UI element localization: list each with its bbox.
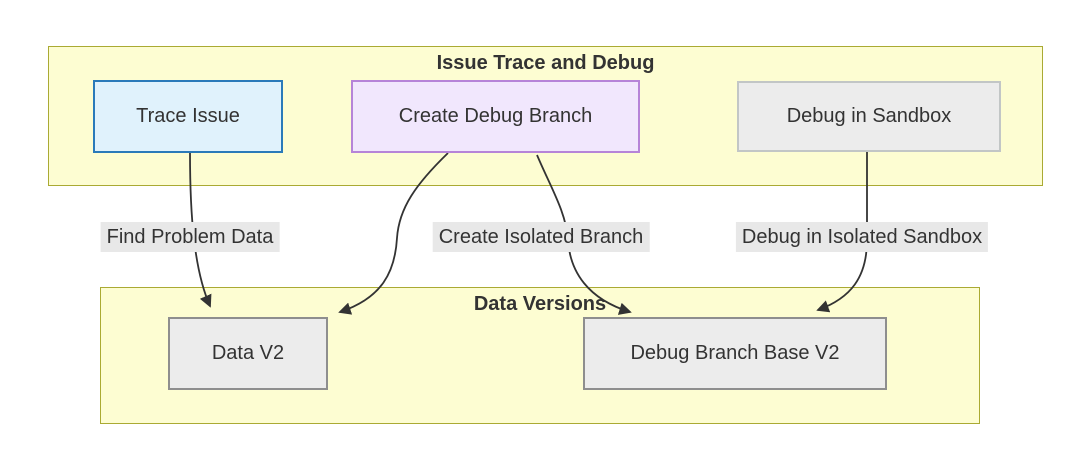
node-debug-branch-base-v2: Debug Branch Base V2	[583, 317, 887, 390]
node-data-v2: Data V2	[168, 317, 328, 390]
node-debug-in-sandbox: Debug in Sandbox	[737, 81, 1001, 152]
node-label-debug-branch-base-v2: Debug Branch Base V2	[630, 342, 840, 364]
node-label-create-debug-branch: Create Debug Branch	[398, 105, 593, 127]
edge-label-find-problem-data: Find Problem Data	[100, 222, 280, 252]
node-label-debug-in-sandbox: Debug in Sandbox	[786, 105, 952, 127]
node-label-data-v2: Data V2	[211, 342, 285, 364]
node-trace-issue: Trace Issue	[93, 80, 283, 153]
edge-label-debug-in-isolated-sandbox: Debug in Isolated Sandbox	[735, 222, 989, 252]
edge-label-create-isolated-branch: Create Isolated Branch	[432, 222, 650, 252]
edge-create-debug-branch-to-data-v2	[338, 152, 449, 315]
node-create-debug-branch: Create Debug Branch	[351, 80, 640, 153]
node-label-trace-issue: Trace Issue	[136, 105, 240, 127]
